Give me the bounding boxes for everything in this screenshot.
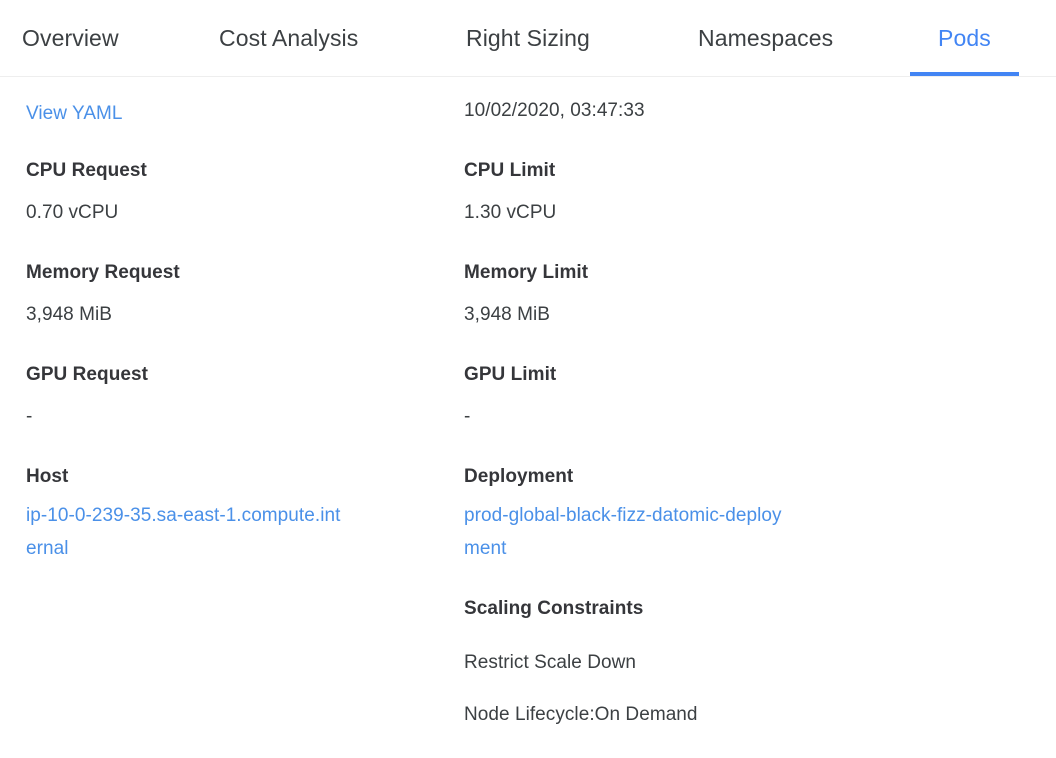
tab-cost-analysis-label: Cost Analysis <box>219 24 359 51</box>
cpu-limit-label: CPU Limit <box>464 160 556 181</box>
memory-request-label: Memory Request <box>26 262 180 283</box>
tab-cost-analysis[interactable]: Cost Analysis <box>219 0 358 76</box>
memory-request-value: 3,948 MiB <box>26 304 112 325</box>
tab-bar: Overview Cost Analysis Right Sizing Name… <box>0 0 1056 77</box>
memory-request-field: Memory Request 3,948 MiB <box>26 261 180 327</box>
memory-limit-label: Memory Limit <box>464 262 589 283</box>
active-tab-indicator <box>910 72 1019 76</box>
gpu-limit-label: GPU Limit <box>464 364 557 385</box>
memory-limit-value: 3,948 MiB <box>464 304 550 325</box>
deployment-label: Deployment <box>464 466 574 487</box>
tab-namespaces[interactable]: Namespaces <box>698 0 833 76</box>
view-yaml-row: View YAML <box>26 99 123 129</box>
tab-overview[interactable]: Overview <box>22 0 119 76</box>
tab-right-sizing[interactable]: Right Sizing <box>466 0 590 76</box>
cpu-limit-field: CPU Limit 1.30 vCPU <box>464 159 556 225</box>
cpu-request-field: CPU Request 0.70 vCPU <box>26 159 147 225</box>
cpu-request-label: CPU Request <box>26 160 147 181</box>
host-field: Host ip-10-0-239-35.sa-east-1.compute.in… <box>26 465 351 565</box>
timestamp-row: 10/02/2020, 03:47:33 <box>464 99 645 123</box>
view-yaml-link[interactable]: View YAML <box>26 103 123 124</box>
cpu-limit-value: 1.30 vCPU <box>464 202 557 223</box>
cpu-request-value: 0.70 vCPU <box>26 202 119 223</box>
scaling-constraint-item: Restrict Scale Down <box>464 652 637 673</box>
gpu-limit-value: - <box>464 406 471 427</box>
timestamp-value: 10/02/2020, 03:47:33 <box>464 100 645 121</box>
tab-namespaces-label: Namespaces <box>698 24 834 51</box>
host-link[interactable]: ip-10-0-239-35.sa-east-1.compute.interna… <box>26 505 341 559</box>
tab-pods-label: Pods <box>938 24 991 51</box>
host-label: Host <box>26 466 69 487</box>
gpu-request-field: GPU Request - <box>26 363 148 429</box>
gpu-request-label: GPU Request <box>26 364 148 385</box>
scaling-constraints-field: Scaling Constraints Restrict Scale Down … <box>464 597 698 727</box>
scaling-constraint-item: Node Lifecycle:On Demand <box>464 704 698 725</box>
deployment-link[interactable]: prod-global-black-fizz-datomic-deploymen… <box>464 505 782 559</box>
gpu-limit-field: GPU Limit - <box>464 363 556 429</box>
gpu-request-value: - <box>26 406 33 427</box>
tab-pods[interactable]: Pods <box>910 0 1019 76</box>
scaling-constraints-label: Scaling Constraints <box>464 598 644 619</box>
deployment-field: Deployment prod-global-black-fizz-datomi… <box>464 465 789 565</box>
memory-limit-field: Memory Limit 3,948 MiB <box>464 261 588 327</box>
tab-overview-label: Overview <box>22 24 119 51</box>
tab-right-sizing-label: Right Sizing <box>466 24 590 51</box>
